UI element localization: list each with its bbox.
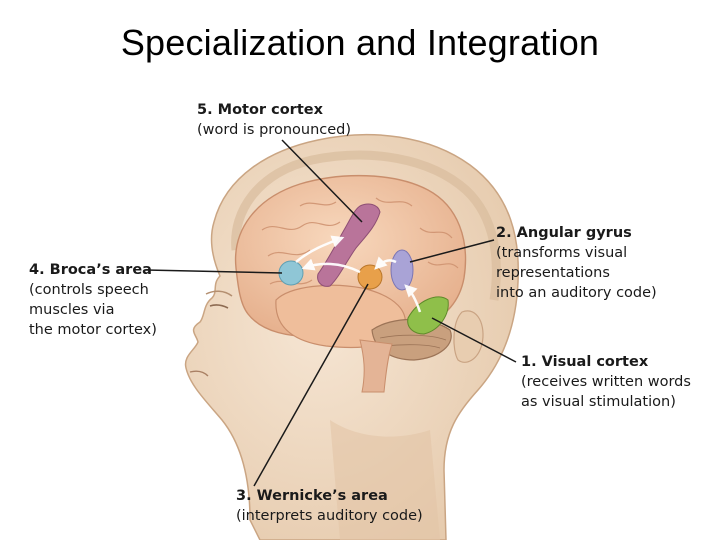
label-visual-cortex-description-line: as visual stimulation)	[521, 394, 676, 410]
label-motor-cortex-description: (word is pronounced)	[197, 122, 352, 138]
label-visual-cortex: 1. Visual cortex (receives written words…	[521, 352, 691, 412]
label-brocas-area-description-line: the motor cortex)	[29, 322, 157, 338]
label-wernickes-area-heading: 3. Wernicke’s area	[236, 488, 388, 504]
label-brocas-area: 4. Broca’s area (controls speech muscles…	[29, 260, 157, 340]
label-angular-gyrus-description-line: (transforms visual	[496, 245, 628, 261]
label-brocas-area-heading: 4. Broca’s area	[29, 262, 152, 278]
label-motor-cortex: 5. Motor cortex (word is pronounced)	[197, 100, 351, 140]
label-brocas-area-description-line: (controls speech	[29, 282, 149, 298]
label-visual-cortex-description-line: (receives written words	[521, 374, 691, 390]
brocas-area-region	[278, 260, 304, 286]
leader-lines	[145, 139, 517, 487]
label-brocas-area-description-line: muscles via	[29, 302, 115, 318]
label-angular-gyrus: 2. Angular gyrus (transforms visual repr…	[496, 223, 657, 303]
label-angular-gyrus-description-line: into an auditory code)	[496, 285, 657, 301]
slide-title: Specialization and Integration	[120, 22, 600, 63]
angular-gyrus-region	[390, 249, 414, 291]
label-motor-cortex-heading: 5. Motor cortex	[197, 102, 323, 118]
pathway-arrows	[295, 235, 422, 313]
label-angular-gyrus-description-line: representations	[496, 265, 610, 281]
label-wernickes-area: 3. Wernicke’s area (interprets auditory …	[236, 486, 423, 526]
motor-cortex-region	[317, 203, 381, 287]
label-angular-gyrus-heading: 2. Angular gyrus	[496, 225, 632, 241]
label-wernickes-area-description: (interprets auditory code)	[236, 508, 423, 524]
label-visual-cortex-heading: 1. Visual cortex	[521, 354, 649, 370]
wernickes-area-region	[357, 264, 383, 290]
